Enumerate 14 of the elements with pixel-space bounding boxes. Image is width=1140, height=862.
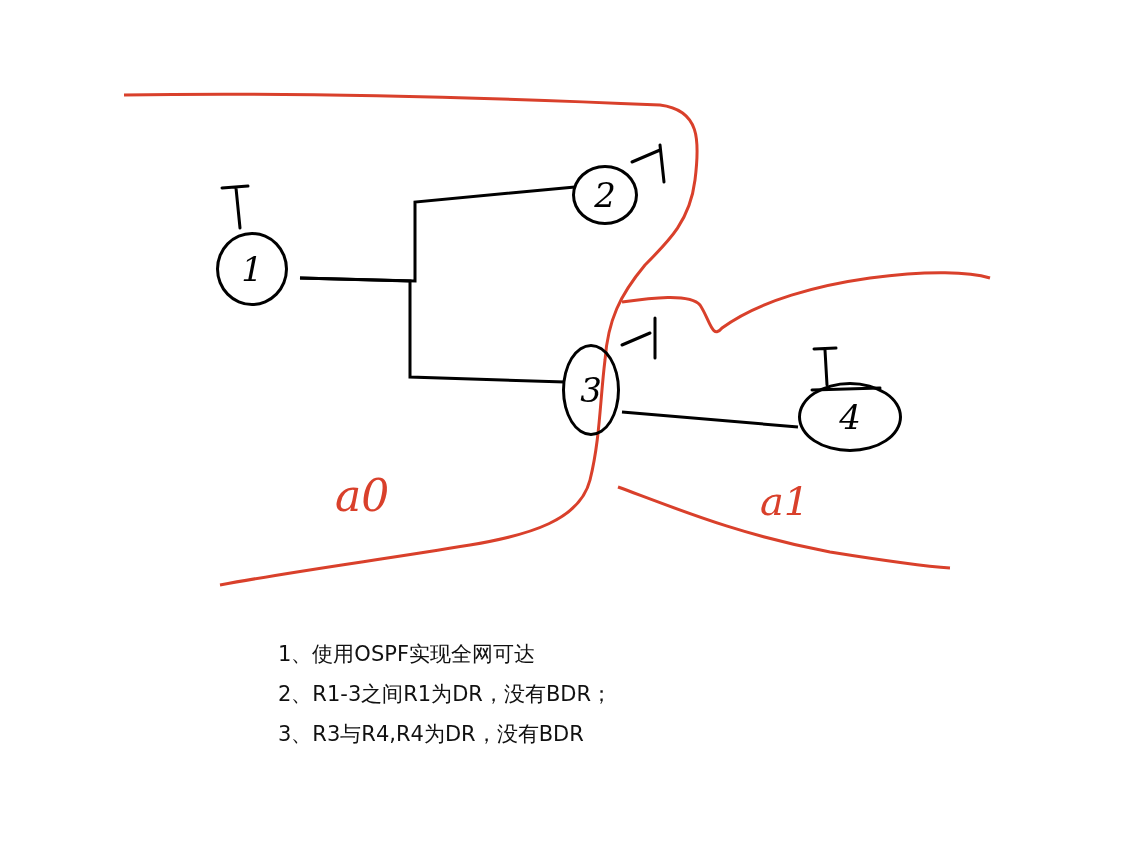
note-text: 1、使用OSPF实现全网可达 — [278, 641, 535, 668]
router-number: 1 — [241, 249, 263, 289]
router-circle — [798, 382, 902, 452]
area-label: a1 — [760, 478, 810, 524]
area-label: a0 — [335, 470, 390, 521]
note-text: 2、R1-3之间R1为DR，没有BDR； — [278, 681, 613, 708]
router-number: 3 — [580, 370, 602, 410]
note-text: 3、R3与R4,R4为DR，没有BDR — [278, 721, 584, 748]
router-number: 4 — [839, 397, 861, 437]
router-circle — [572, 165, 638, 225]
network-link — [621, 410, 799, 429]
router-circle — [216, 232, 288, 306]
router-number: 2 — [594, 175, 616, 215]
router-circle — [562, 344, 620, 436]
